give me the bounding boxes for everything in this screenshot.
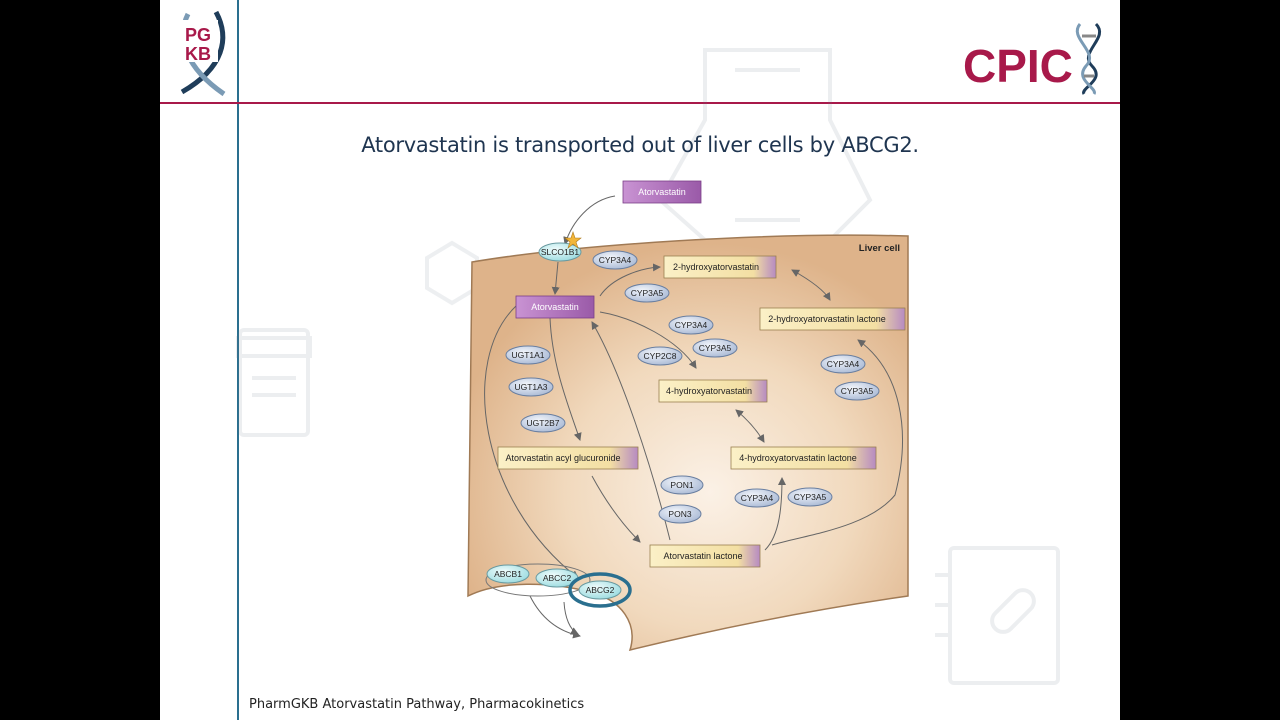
- compound-atorvastatin-outside: Atorvastatin: [622, 180, 702, 204]
- compound-atorvastatin-acyl-glucuronide: Atorvastatin acyl glucuronide: [497, 446, 639, 470]
- svg-text:CYP3A5: CYP3A5: [631, 288, 664, 298]
- svg-text:2-hydroxyatorvastatin: 2-hydroxyatorvastatin: [673, 262, 759, 272]
- svg-text:CYP3A4: CYP3A4: [741, 493, 774, 503]
- pgkb-logo: PG KB: [178, 10, 226, 97]
- lactone-to-4-hydroxy-lactone-arrow: [764, 477, 786, 551]
- svg-text:CYP3A5: CYP3A5: [794, 492, 827, 502]
- hydroxy2-lactone-equilibrium-arrow: [791, 269, 831, 301]
- svg-text:CYP3A4: CYP3A4: [827, 359, 860, 369]
- enzyme-ugt2b7: UGT2B7: [520, 413, 566, 433]
- to-4-hydroxy-arrow: [599, 311, 697, 369]
- pgkb-text-line2: KB: [185, 44, 211, 64]
- transporter-abcg2: ABCG2: [578, 580, 622, 600]
- svg-text:CYP2C8: CYP2C8: [643, 351, 676, 361]
- enzyme-cyp3a4-a: CYP3A4: [592, 250, 638, 270]
- enzyme-cyp3a5-b: CYP3A5: [692, 338, 738, 358]
- slide-caption: PharmGKB Atorvastatin Pathway, Pharmacok…: [249, 697, 585, 712]
- slco1b1-to-atorvastatin-arrow: [551, 261, 560, 295]
- svg-text:ABCG2: ABCG2: [586, 585, 615, 595]
- cpic-text: CPIC: [963, 40, 1073, 92]
- transporter-abcc2: ABCC2: [535, 568, 579, 588]
- svg-text:CYP3A5: CYP3A5: [699, 343, 732, 353]
- enzyme-ugt1a1: UGT1A1: [505, 345, 551, 365]
- svg-text:PON3: PON3: [668, 509, 691, 519]
- compound-2-hydroxyatorvastatin-lactone: 2-hydroxyatorvastatin lactone: [759, 307, 906, 331]
- enzyme-cyp3a5-a: CYP3A5: [624, 283, 670, 303]
- svg-text:UGT1A3: UGT1A3: [514, 382, 547, 392]
- pgkb-text-line1: PG: [185, 25, 211, 45]
- compound-4-hydroxyatorvastatin-lactone: 4-hydroxyatorvastatin lactone: [730, 446, 877, 470]
- compound-2-hydroxyatorvastatin: 2-hydroxyatorvastatin: [663, 255, 777, 279]
- abcg2-highlight-ring: [568, 572, 632, 608]
- svg-text:UGT2B7: UGT2B7: [526, 418, 559, 428]
- svg-text:Atorvastatin lactone: Atorvastatin lactone: [663, 551, 742, 561]
- slide: PG KB CPIC Atorvastatin is transported o…: [160, 0, 1120, 720]
- svg-text:CYP3A4: CYP3A4: [599, 255, 632, 265]
- svg-text:SLCO1B1: SLCO1B1: [541, 247, 580, 257]
- enzyme-slco1b1: SLCO1B1: [538, 242, 582, 262]
- svg-text:CYP3A4: CYP3A4: [675, 320, 708, 330]
- pathway-diagram: Liver cell Atorvastatin Atorvast: [467, 180, 909, 652]
- svg-text:2-hydroxyatorvastatin lactone: 2-hydroxyatorvastatin lactone: [768, 314, 886, 324]
- compound-atorvastatin-lactone: Atorvastatin lactone: [649, 544, 761, 568]
- liver-cell-label: Liver cell: [859, 243, 900, 254]
- svg-text:PON1: PON1: [670, 480, 693, 490]
- atorvastatin-to-efflux-arrow: [484, 305, 579, 579]
- enzyme-ugt1a3: UGT1A3: [508, 377, 554, 397]
- transporter-abcb1: ABCB1: [486, 564, 530, 584]
- enzyme-cyp3a4-d: CYP3A4: [734, 488, 780, 508]
- lactone-to-2-hydroxy-lactone-arrow: [771, 339, 903, 546]
- enzyme-cyp3a4-b: CYP3A4: [668, 315, 714, 335]
- svg-text:CYP3A5: CYP3A5: [841, 386, 874, 396]
- enzyme-ovals: SLCO1B1 CYP3A4 CYP3A5 CYP3A4 CYP3A5 CYP2…: [486, 242, 880, 600]
- svg-text:Atorvastatin: Atorvastatin: [638, 187, 686, 197]
- cpic-logo: CPIC: [963, 22, 1102, 95]
- glucuronide-to-lactone-arrow: [591, 475, 641, 543]
- efflux-transporter-ring: [485, 563, 591, 597]
- hydroxy4-lactone-equilibrium-arrow: [735, 409, 765, 443]
- dna-helix-icon: [1076, 22, 1102, 95]
- svg-text:UGT1A1: UGT1A1: [511, 350, 544, 360]
- svg-text:4-hydroxyatorvastatin lactone: 4-hydroxyatorvastatin lactone: [739, 453, 857, 463]
- svg-text:ABCC2: ABCC2: [543, 573, 572, 583]
- liver-cell: [467, 234, 909, 652]
- star-icon: [564, 231, 582, 249]
- compound-4-hydroxyatorvastatin: 4-hydroxyatorvastatin: [658, 379, 768, 403]
- pathway-arrows: [484, 195, 903, 639]
- pill-bottle-icon: [236, 328, 312, 437]
- svg-text:Atorvastatin acyl glucuronide: Atorvastatin acyl glucuronide: [505, 453, 620, 463]
- efflux-out-arrow-2: [563, 601, 579, 635]
- enzyme-cyp2c8: CYP2C8: [637, 346, 683, 366]
- enzyme-cyp3a5-d: CYP3A5: [787, 487, 833, 507]
- svg-text:4-hydroxyatorvastatin: 4-hydroxyatorvastatin: [666, 386, 752, 396]
- enzyme-cyp3a5-c: CYP3A5: [834, 381, 880, 401]
- enzyme-pon3: PON3: [658, 504, 702, 524]
- compound-atorvastatin-inside: Atorvastatin: [515, 295, 595, 319]
- enzyme-cyp3a4-c: CYP3A4: [820, 354, 866, 374]
- slide-title: Atorvastatin is transported out of liver…: [361, 133, 919, 157]
- to-glucuronide-arrow: [549, 317, 582, 441]
- to-2-hydroxy-arrow: [599, 263, 661, 297]
- enzyme-pon1: PON1: [660, 475, 704, 495]
- prescription-icon: [935, 546, 1060, 685]
- svg-text:ABCB1: ABCB1: [494, 569, 522, 579]
- svg-text:Atorvastatin: Atorvastatin: [531, 302, 579, 312]
